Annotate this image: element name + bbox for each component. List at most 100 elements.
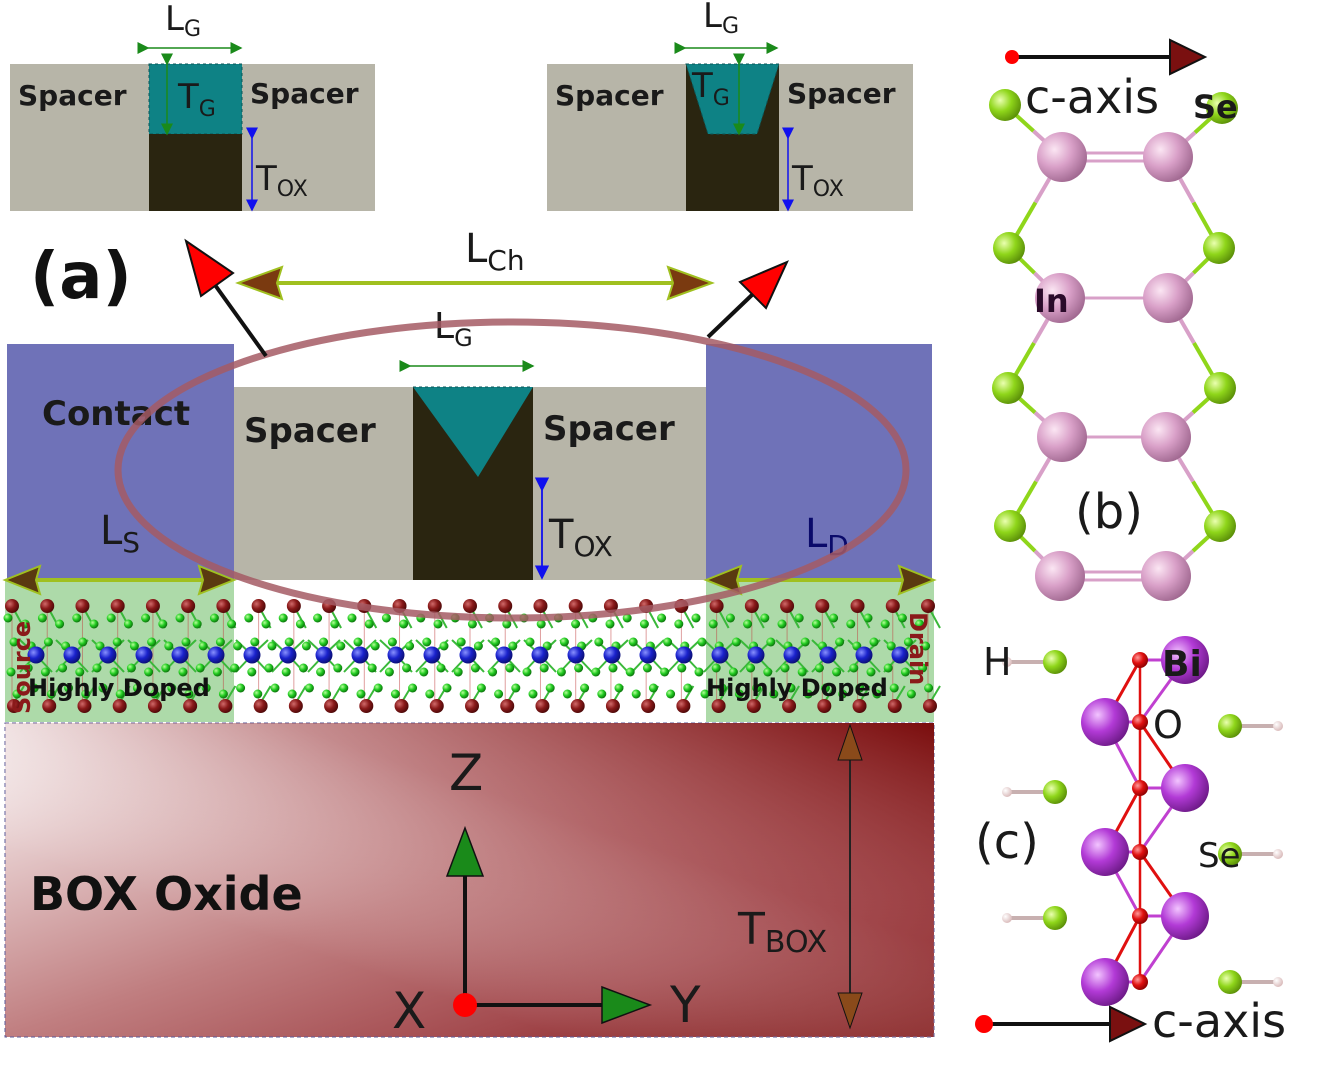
channel-atom-maroon bbox=[429, 699, 444, 713]
channel-atom-green bbox=[181, 637, 191, 647]
channel-atom-blue bbox=[747, 646, 765, 664]
channel-atom-green bbox=[270, 683, 280, 693]
channel-atom-green bbox=[872, 689, 882, 699]
channel-atom-green bbox=[456, 637, 466, 647]
channel-atom-maroon bbox=[817, 699, 832, 713]
channel-atom-maroon bbox=[286, 599, 301, 613]
channel-atom-blue bbox=[279, 646, 297, 664]
channel-atom-green bbox=[322, 689, 332, 699]
inse-atom-se bbox=[992, 372, 1024, 404]
channel-atom-maroon bbox=[921, 599, 935, 613]
channel-atom-green bbox=[797, 667, 807, 677]
channel-atom-green bbox=[178, 667, 188, 677]
channel-atom-green bbox=[511, 683, 521, 693]
channel-atom-green bbox=[800, 637, 810, 647]
channel-atom-maroon bbox=[463, 599, 477, 613]
channel-atom-green bbox=[313, 613, 323, 623]
channel-atom-maroon bbox=[112, 699, 127, 713]
channel-atom-green bbox=[835, 637, 845, 647]
channel-atom-green bbox=[350, 667, 360, 677]
inset-lg-label: LG bbox=[165, 0, 201, 42]
channel-atom-green bbox=[164, 641, 174, 651]
channel-atom-green bbox=[470, 663, 480, 673]
inse-atom-se bbox=[994, 510, 1026, 542]
channel-atom-green bbox=[390, 689, 400, 699]
channel-atom-green bbox=[72, 613, 82, 623]
channel-atom-blue bbox=[207, 646, 225, 664]
channel-atom-green bbox=[298, 663, 308, 673]
panel-c-o-label: O bbox=[1153, 703, 1183, 747]
channel-atom-green bbox=[40, 667, 50, 677]
channel-atom-green bbox=[608, 663, 618, 673]
channel-atom-green bbox=[201, 683, 211, 693]
lch-label: LCh bbox=[465, 226, 525, 277]
channel-atom-green bbox=[132, 683, 142, 693]
channel-atom-maroon bbox=[605, 699, 620, 713]
channel-atom-green bbox=[144, 667, 154, 677]
channel-atom-green bbox=[769, 689, 779, 699]
channel-atom-green bbox=[184, 689, 194, 699]
channel-atom-green bbox=[863, 613, 873, 623]
channel-atom-blue bbox=[855, 646, 873, 664]
channel-atom-green bbox=[494, 689, 504, 699]
channel-atom-green bbox=[777, 619, 787, 629]
channel-atom-green bbox=[803, 689, 813, 699]
channel-atom-blue bbox=[63, 646, 81, 664]
channel-atom-green bbox=[476, 683, 486, 693]
channel-atom-green bbox=[147, 637, 157, 647]
channel-atom-green bbox=[903, 637, 913, 647]
panel-c-se-label: Se bbox=[1198, 836, 1241, 876]
channel-atom-green bbox=[677, 663, 687, 673]
inset2-lg-label: LG bbox=[703, 0, 739, 39]
channel-atom-green bbox=[336, 641, 346, 651]
inset2-spacer-right-label: Spacer bbox=[787, 77, 896, 110]
inset2-tox-label: TOX bbox=[791, 159, 844, 202]
channel-atom-green bbox=[674, 619, 684, 629]
channel-atom-green bbox=[161, 663, 171, 673]
channel-atom-green bbox=[502, 619, 512, 629]
inse-atom-se bbox=[1204, 510, 1236, 542]
channel-atom-green bbox=[267, 641, 277, 651]
lch-arrow bbox=[235, 265, 715, 301]
bise-atom-h bbox=[1273, 721, 1283, 731]
channel-atom-green bbox=[316, 667, 326, 677]
channel-atom-green bbox=[886, 641, 896, 651]
bise-atom-se bbox=[1043, 780, 1067, 804]
channel-atom-blue bbox=[495, 646, 513, 664]
channel-atom-green bbox=[459, 689, 469, 699]
channel-atom-green bbox=[422, 637, 432, 647]
channel-atom-green bbox=[112, 637, 122, 647]
inset-spacer-right-label: Spacer bbox=[250, 77, 359, 110]
channel-atom-green bbox=[657, 613, 667, 623]
bise-atom-o bbox=[1132, 844, 1148, 860]
channel-atom-maroon bbox=[500, 699, 515, 713]
inset-pointer-left bbox=[184, 238, 268, 358]
channel-atom-green bbox=[491, 637, 501, 647]
inse-atom-in bbox=[1143, 132, 1193, 182]
channel-atom-green bbox=[614, 683, 624, 693]
channel-atom-green bbox=[642, 663, 652, 673]
channel-atom-green bbox=[304, 683, 314, 693]
channel-atom-green bbox=[212, 667, 222, 677]
inse-atom-in bbox=[1037, 132, 1087, 182]
channel-atom-green bbox=[924, 683, 934, 693]
spacer-left-label: Spacer bbox=[244, 411, 376, 451]
bise-atom-o bbox=[1132, 714, 1148, 730]
channel-atom-green bbox=[75, 667, 85, 677]
channel-atom-green bbox=[786, 683, 796, 693]
channel-atom-blue bbox=[423, 646, 441, 664]
channel-atom-blue bbox=[171, 646, 189, 664]
channel-atom-maroon bbox=[709, 599, 724, 613]
doped-right-label: Highly Doped bbox=[706, 674, 888, 702]
channel-atom-green bbox=[167, 683, 177, 693]
channel-atom-green bbox=[330, 619, 340, 629]
channel-atom-green bbox=[918, 663, 928, 673]
channel-atom-green bbox=[78, 637, 88, 647]
channel-atom-green bbox=[109, 667, 119, 677]
channel-atom-green bbox=[528, 689, 538, 699]
channel-atom-green bbox=[731, 637, 741, 647]
panel-b-caxis bbox=[1005, 38, 1208, 76]
channel-atom-green bbox=[250, 637, 260, 647]
tox-label: TOX bbox=[548, 512, 613, 563]
inse-atom-in bbox=[1141, 412, 1191, 462]
